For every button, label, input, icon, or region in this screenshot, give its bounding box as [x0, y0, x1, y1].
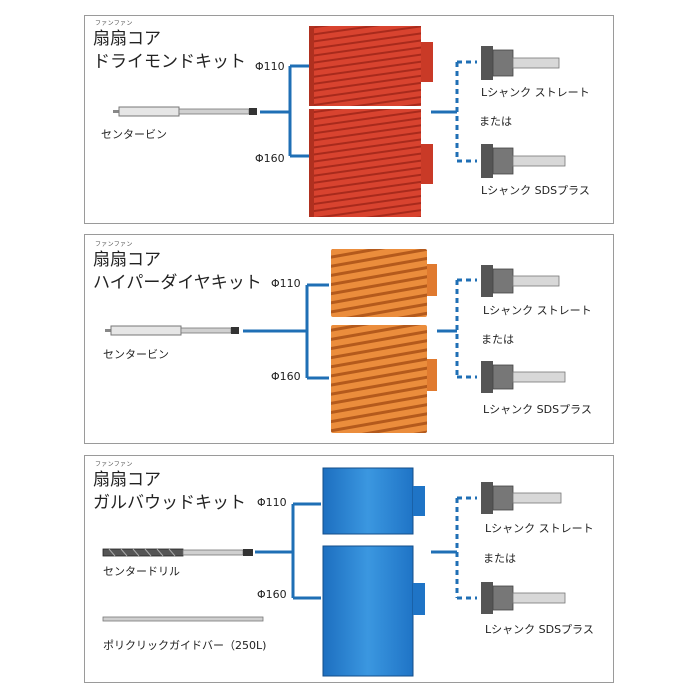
or-text: または [483, 552, 516, 565]
core-bit-160-icon [331, 325, 437, 433]
or-text: または [481, 333, 514, 346]
sds-shank-icon [481, 144, 566, 178]
title-ruby: ファンファン [95, 461, 133, 468]
or-text: または [479, 115, 512, 128]
core-bit-160-icon [309, 109, 433, 217]
shank-sds-label: Lシャンク SDSプラス [483, 403, 592, 416]
shank-straight-label: Lシャンク ストレート [483, 304, 592, 317]
diameter-110-label: Φ110 [255, 60, 285, 73]
diameter-110-label: Φ110 [271, 277, 301, 290]
diameter-160-label: Φ160 [255, 152, 285, 165]
core-bit-160-icon [322, 545, 425, 677]
shank-straight-label: Lシャンク ストレート [481, 86, 590, 99]
title-ruby: ファンファン [95, 20, 133, 27]
shank-straight-label: Lシャンク ストレート [485, 522, 594, 535]
kit-diagram [105, 249, 566, 433]
diameter-110-label: Φ110 [257, 496, 287, 509]
core-bit-110-icon [331, 249, 437, 317]
kit-connector-lines [260, 60, 477, 163]
straight-shank-icon [481, 265, 560, 297]
shank-sds-label: Lシャンク SDSプラス [485, 623, 594, 636]
center-pin-icon [113, 106, 257, 117]
center-drill-icon [102, 548, 253, 557]
center-pin-icon [105, 325, 239, 336]
kit-title-line1: 扇扇コア [93, 470, 161, 490]
kit-connector-lines [243, 278, 477, 380]
kit-diagram [102, 467, 566, 677]
sds-shank-icon [481, 582, 566, 614]
title-ruby: ファンファン [95, 241, 133, 248]
kit-title-line2: ハイパーダイヤキット [93, 273, 262, 293]
kit-connector-lines [255, 496, 477, 600]
kit-panel-galva-wood: ファンファン 扇扇コア ガルバウッドキット [84, 455, 614, 683]
kit-title-line1: 扇扇コア [93, 250, 161, 270]
kit-title-line1: 扇扇コア [93, 29, 161, 49]
straight-shank-icon [481, 46, 560, 80]
kit-panel-hyper-diamond: ファンファン 扇扇コア ハイパーダイヤキット [84, 234, 614, 444]
shank-sds-label: Lシャンク SDSプラス [481, 184, 590, 197]
guide-bar-icon [102, 616, 264, 622]
guide-bar-label: ポリクリックガイドバー（250L) [103, 639, 267, 652]
center-pin-label: センタービン [103, 348, 169, 361]
core-bit-110-icon [322, 467, 425, 535]
center-pin-label: センタービン [101, 128, 167, 141]
straight-shank-icon [481, 482, 562, 514]
kit-title-line2: ドライモンドキット [93, 52, 246, 72]
sds-shank-icon [481, 361, 566, 393]
center-drill-label: センタードリル [103, 565, 180, 578]
kit-panel-dry-diamond: ファンファン 扇扇コア ドライモンドキット [84, 15, 614, 224]
kit-title-line2: ガルバウッドキット [93, 493, 246, 513]
diameter-160-label: Φ160 [257, 588, 287, 601]
kit-diagram [113, 26, 566, 217]
diameter-160-label: Φ160 [271, 370, 301, 383]
core-bit-110-icon [309, 26, 433, 106]
